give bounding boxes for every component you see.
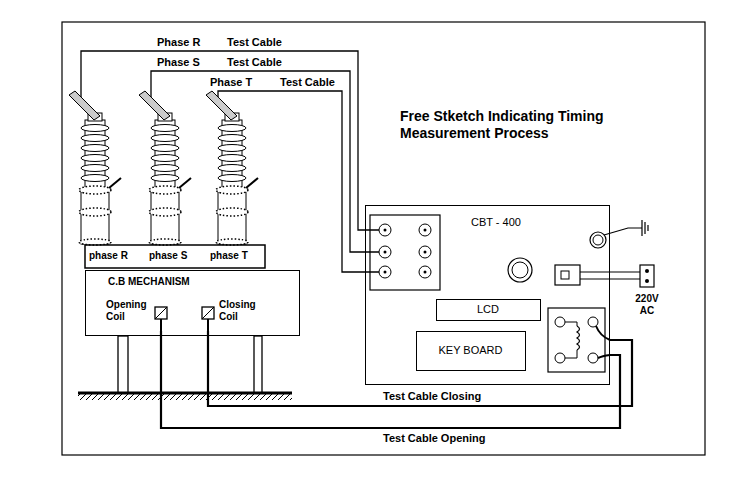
power-plug (640, 265, 654, 287)
node-label: LCD (477, 303, 499, 316)
terminal (555, 317, 565, 327)
cable-label: Test Cable Opening (383, 432, 485, 445)
coil-terminal-block (548, 308, 605, 372)
power-switch (555, 265, 580, 285)
ground-terminal (590, 232, 606, 248)
frame (62, 22, 705, 455)
plug-pin (645, 279, 649, 283)
coil-symbol (577, 326, 580, 350)
coil-lead (565, 322, 577, 358)
terminal (379, 246, 391, 258)
ground-terminal-inner (593, 235, 603, 245)
knob-inner (512, 262, 528, 278)
pole-base (85, 245, 265, 268)
power-wire (580, 271, 640, 272)
power-wire (580, 278, 640, 279)
node-label: CBT - 400 (471, 216, 521, 229)
support-leg (118, 336, 128, 393)
text-label: phase T (210, 250, 248, 262)
text-label: phase R (89, 250, 128, 262)
terminal-dot (384, 271, 387, 274)
text-label: Phase T (210, 76, 252, 89)
text-label: Phase S (157, 56, 200, 69)
node-label: KEY BOARD (439, 344, 503, 357)
text-label: Test Cable (280, 76, 335, 89)
terminal-dot (424, 271, 427, 274)
bushing (206, 91, 258, 245)
node-label: C.B MECHANISM (108, 276, 190, 288)
plug-pin (645, 269, 649, 273)
closing-coil: Closing Coil (199, 297, 265, 331)
terminal (588, 353, 598, 363)
cable-end (598, 355, 610, 358)
coil-diagonal (155, 307, 167, 319)
coil-diagonal (202, 307, 214, 319)
coil-symbol (201, 306, 215, 331)
support-leg (254, 336, 262, 393)
coil-box (155, 307, 167, 319)
bushing (69, 91, 121, 245)
text-label: Phase R (157, 36, 200, 49)
ground-hatch (78, 394, 292, 400)
text-label: phase S (149, 250, 187, 262)
coil-lead (207, 319, 209, 331)
terminal-dot (424, 229, 427, 232)
coil-symbol (154, 306, 168, 331)
text-label: Test Cable (227, 56, 282, 69)
terminal-dot (424, 251, 427, 254)
text-label: Test Cable (227, 36, 282, 49)
ground-symbol (642, 220, 648, 236)
lcd-panel: LCD (436, 299, 541, 321)
opening-coil: Opening Coil (104, 297, 174, 331)
terminal (555, 353, 565, 363)
knob (508, 258, 532, 282)
terminal-block (370, 215, 440, 290)
terminal-dot (384, 229, 387, 232)
cable-label: Test Cable Closing (383, 390, 481, 403)
terminal (419, 246, 431, 258)
diagram-title: Free Stketch Indicating Timing Measureme… (400, 108, 615, 142)
mechanism-box: Opening Coil Closing Coil C.B MECHANISM (85, 270, 300, 336)
test-cable (161, 331, 620, 428)
timer-device: LCD KEY BOARD CBT - 400 (365, 205, 610, 385)
node-label: Closing Coil (219, 299, 256, 323)
switch-lever (561, 271, 569, 279)
terminal (419, 224, 431, 236)
cable-end (596, 326, 610, 340)
terminal (419, 266, 431, 278)
terminal-dot (384, 251, 387, 254)
test-cable (208, 331, 632, 406)
phase-cable (151, 71, 379, 252)
terminal (379, 224, 391, 236)
terminal (588, 317, 598, 327)
coil-lead (160, 319, 162, 331)
bushing (139, 91, 191, 245)
text-label: 220V AC (635, 293, 658, 317)
node-label: Opening Coil (106, 299, 147, 323)
keyboard-panel: KEY BOARD (416, 331, 526, 371)
coil-box (202, 307, 214, 319)
terminal (379, 266, 391, 278)
